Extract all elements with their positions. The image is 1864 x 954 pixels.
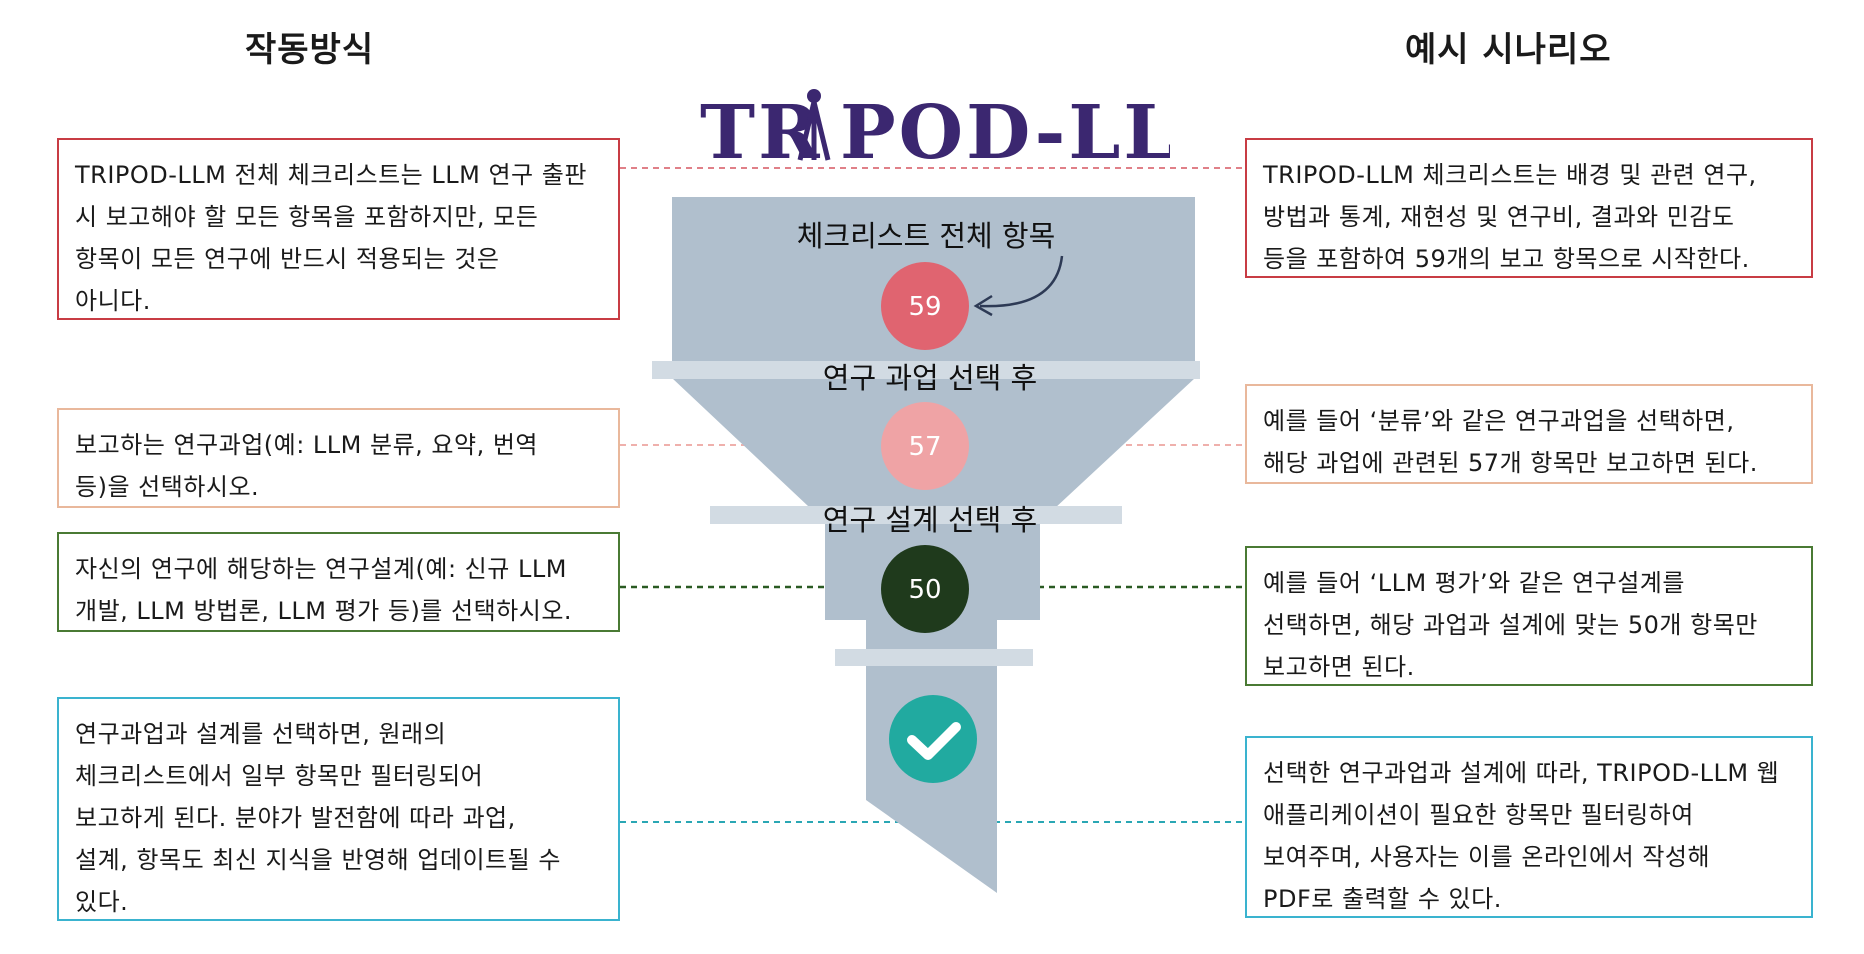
count-circle-57 xyxy=(881,402,969,490)
box-line: 예를 들어 ‘LLM 평가’와 같은 연구설계를 xyxy=(1263,569,1685,597)
logo-text-left: TR xyxy=(700,90,823,172)
tripod-icon xyxy=(797,89,831,161)
stage-bar-2 xyxy=(710,506,1122,524)
stage-label-design: 연구 설계 선택 후 xyxy=(823,503,1037,537)
right-box-1: TRIPOD-LLM 체크리스트는 배경 및 관련 연구, 방법과 통계, 재현… xyxy=(1245,138,1813,278)
box-line: 시 보고해야 할 모든 항목을 포함하지만, 모든 xyxy=(75,203,539,231)
right-box-3: 예를 들어 ‘LLM 평가’와 같은 연구설계를 선택하면, 해당 과업과 설계… xyxy=(1245,546,1813,686)
count-circle-59 xyxy=(881,262,969,350)
logo-text-right: POD-LLM xyxy=(840,90,1170,172)
box-line: 체크리스트에서 일부 항목만 필터링되어 xyxy=(75,762,484,790)
stage-label-task: 연구 과업 선택 후 xyxy=(823,361,1037,395)
stage-bar-3 xyxy=(835,649,1033,666)
stage-label-total: 체크리스트 전체 항목 xyxy=(797,219,1056,253)
box-line: PDF로 출력할 수 있다. xyxy=(1263,885,1502,913)
box-line: 방법과 통계, 재현성 및 연구비, 결과와 민감도 xyxy=(1263,203,1735,231)
section-title-left: 작동방식 xyxy=(245,30,375,70)
left-box-1: TRIPOD-LLM 전체 체크리스트는 LLM 연구 출판 시 보고해야 할 … xyxy=(57,138,620,320)
right-box-4: 선택한 연구과업과 설계에 따라, TRIPOD-LLM 웹 애플리케이션이 필… xyxy=(1245,736,1813,918)
box-line: 해당 과업에 관련된 57개 항목만 보고하면 된다. xyxy=(1263,449,1758,477)
box-line: 등을 포함하여 59개의 보고 항목으로 시작한다. xyxy=(1263,245,1750,273)
box-line: 개발, LLM 방법론, LLM 평가 등)를 선택하시오. xyxy=(75,597,573,625)
box-line: TRIPOD-LLM 전체 체크리스트는 LLM 연구 출판 xyxy=(75,161,587,189)
count-59: 59 xyxy=(908,292,941,322)
box-line: 있다. xyxy=(75,888,129,916)
box-line: 선택하면, 해당 과업과 설계에 맞는 50개 항목만 xyxy=(1263,611,1758,639)
count-57: 57 xyxy=(908,432,941,462)
tripod-llm-logo: TR POD-LLM xyxy=(700,89,1170,172)
count-circle-50 xyxy=(881,545,969,633)
box-line: TRIPOD-LLM 체크리스트는 배경 및 관련 연구, xyxy=(1263,161,1757,189)
stage-bar-1 xyxy=(652,361,1200,379)
box-line: 연구과업과 설계를 선택하면, 원래의 xyxy=(75,720,447,748)
box-line: 항목이 모든 연구에 반드시 적용되는 것은 xyxy=(75,245,500,273)
box-line: 보여주며, 사용자는 이를 온라인에서 작성해 xyxy=(1263,843,1711,871)
box-line: 보고하면 된다. xyxy=(1263,653,1415,681)
right-box-2: 예를 들어 ‘분류’와 같은 연구과업을 선택하면, 해당 과업에 관련된 57… xyxy=(1245,384,1813,484)
box-line: 자신의 연구에 해당하는 연구설계(예: 신규 LLM xyxy=(75,555,567,583)
left-box-4: 연구과업과 설계를 선택하면, 원래의 체크리스트에서 일부 항목만 필터링되어… xyxy=(57,697,620,921)
box-line: 아니다. xyxy=(75,287,151,315)
section-title-right: 예시 시나리오 xyxy=(1405,30,1612,70)
curved-arrow-icon xyxy=(979,255,1064,308)
box-line: 선택한 연구과업과 설계에 따라, TRIPOD-LLM 웹 xyxy=(1263,759,1780,787)
arrow-head-icon xyxy=(973,294,993,317)
left-box-3: 자신의 연구에 해당하는 연구설계(예: 신규 LLM 개발, LLM 방법론,… xyxy=(57,532,620,632)
box-line: 설계, 항목도 최신 지식을 반영해 업데이트될 수 xyxy=(75,846,561,874)
count-50: 50 xyxy=(908,575,941,605)
check-circle xyxy=(889,695,977,783)
checkmark-icon xyxy=(907,722,961,760)
left-box-2: 보고하는 연구과업(예: LLM 분류, 요약, 번역 등)을 선택하시오. xyxy=(57,408,620,508)
box-line: 보고하는 연구과업(예: LLM 분류, 요약, 번역 xyxy=(75,431,538,459)
box-line: 애플리케이션이 필요한 항목만 필터링하여 xyxy=(1263,801,1694,829)
box-line: 예를 들어 ‘분류’와 같은 연구과업을 선택하면, xyxy=(1263,407,1735,435)
box-line: 보고하게 된다. 분야가 발전함에 따라 과업, xyxy=(75,804,516,832)
box-line: 등)을 선택하시오. xyxy=(75,473,260,501)
